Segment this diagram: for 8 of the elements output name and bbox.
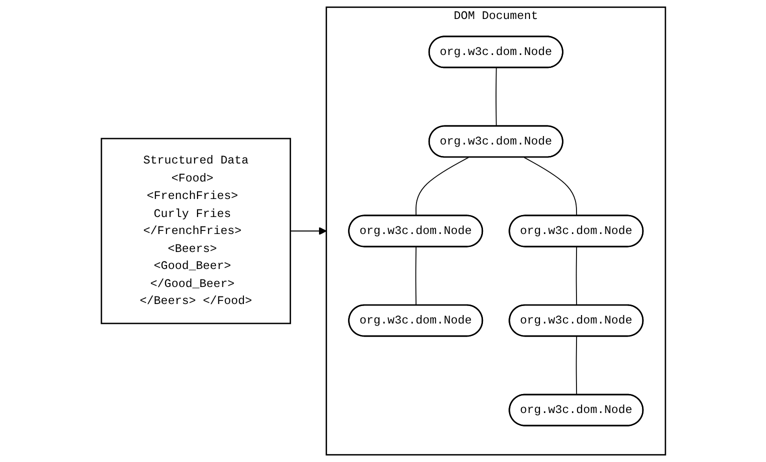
connector bbox=[575, 336, 577, 396]
connector bbox=[414, 246, 416, 306]
arrow bbox=[289, 227, 326, 235]
connector bbox=[575, 246, 577, 306]
connector bbox=[523, 157, 577, 216]
node-box: Structured Data <Food> <FrenchFries> Curly Fries </FrenchFries> <Beers> <Good_Beer> </Good_Beer> </Beers> </Food> bbox=[100, 138, 291, 324]
connector bbox=[415, 157, 469, 216]
connector bbox=[495, 67, 496, 127]
